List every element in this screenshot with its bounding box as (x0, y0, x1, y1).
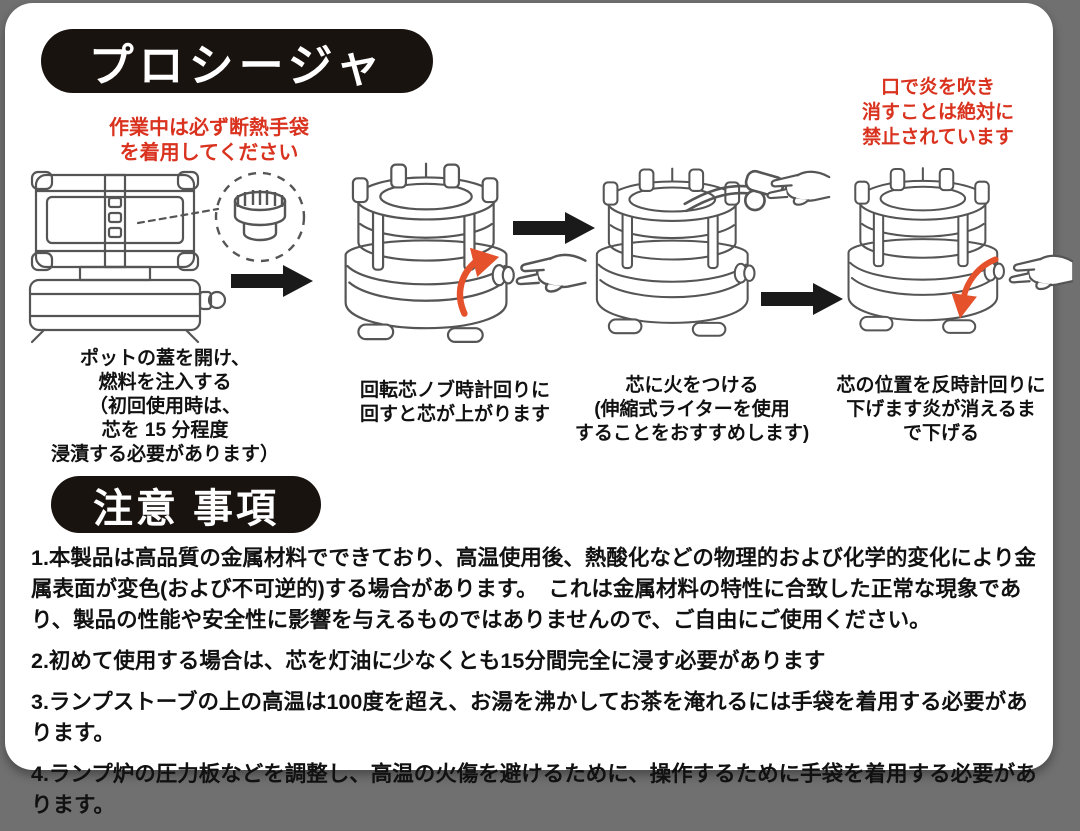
counterclockwise-red-arrow-icon (960, 256, 999, 302)
procedure-header: プロシージャ (41, 29, 433, 93)
note-paragraph-1: 1.本製品は高品質の金属材料でできており、高温使用後、熱酸化などの物理的および化… (31, 546, 1037, 632)
step-3-illustration (583, 153, 833, 351)
note-paragraph-4: 4.ランプ炉の圧力板などを調整し、高温の火傷を避けるために、操作するために手袋を… (31, 762, 1037, 817)
step-1-illustration (20, 165, 320, 360)
page: { "colors": { "page_frame": "#707070", "… (5, 3, 1074, 817)
step-4-illustration (835, 163, 1080, 349)
fuel-cap-detail-icon (214, 171, 306, 263)
step-2-caption: 回転芯ノブ時計回りに 回すと芯が上がります (359, 380, 550, 425)
stove-knob-turn-up-icon (344, 162, 587, 343)
note-paragraph-3: 3.ランプストーブの上の高温は100度を超え、お湯を沸かしてお茶を淹れるには手袋… (31, 690, 1028, 745)
extendable-lighter-icon (683, 169, 785, 213)
hand-icon (1008, 254, 1074, 291)
note-paragraph-2: 2.初めて使用する場合は、芯を灯油に少なくとも15分間完全に浸す必要があります (31, 649, 826, 673)
clockwise-red-arrow-icon (456, 257, 481, 317)
step-1-caption: ポットの蓋を開け、 燃料を注入する （初回使用時は、 芯を 15 分程度 浸漬す… (50, 348, 279, 465)
procedure-header-label: プロシージャ (88, 39, 386, 91)
caution-header: 注意 事項 (51, 476, 321, 533)
insulated-gloves-warning: 作業中は必ず断熱手袋 を着用してください (109, 117, 309, 164)
instruction-sheet: プロシージャ 作業中は必ず断熱手袋 を着用してください 口で炎を吹き 消すことは… (5, 3, 1074, 817)
right-arrow-icon (231, 265, 313, 302)
step-4-caption: 芯の位置を反時計回りに 下げます炎が消えるま で下げる (836, 375, 1046, 444)
stove-side-view-icon (28, 170, 306, 344)
stove-lighting-icon (595, 167, 831, 337)
right-arrow-icon (761, 283, 843, 320)
step-2-illustration (331, 158, 596, 359)
stove-knob-turn-down-icon (847, 167, 1074, 334)
step-3-caption: 芯に火をつける (伸縮式ライターを使用 することをおすすめします) (574, 375, 810, 444)
notes-section: 1.本製品は高品質の金属材料でできており、高温使用後、熱酸化などの物理的および化… (31, 543, 1041, 831)
caution-header-label: 注意 事項 (92, 486, 280, 531)
hand-icon (515, 253, 587, 293)
blow-out-prohibition-warning: 口で炎を吹き 消すことは絶対に 禁止されています (861, 77, 1014, 148)
